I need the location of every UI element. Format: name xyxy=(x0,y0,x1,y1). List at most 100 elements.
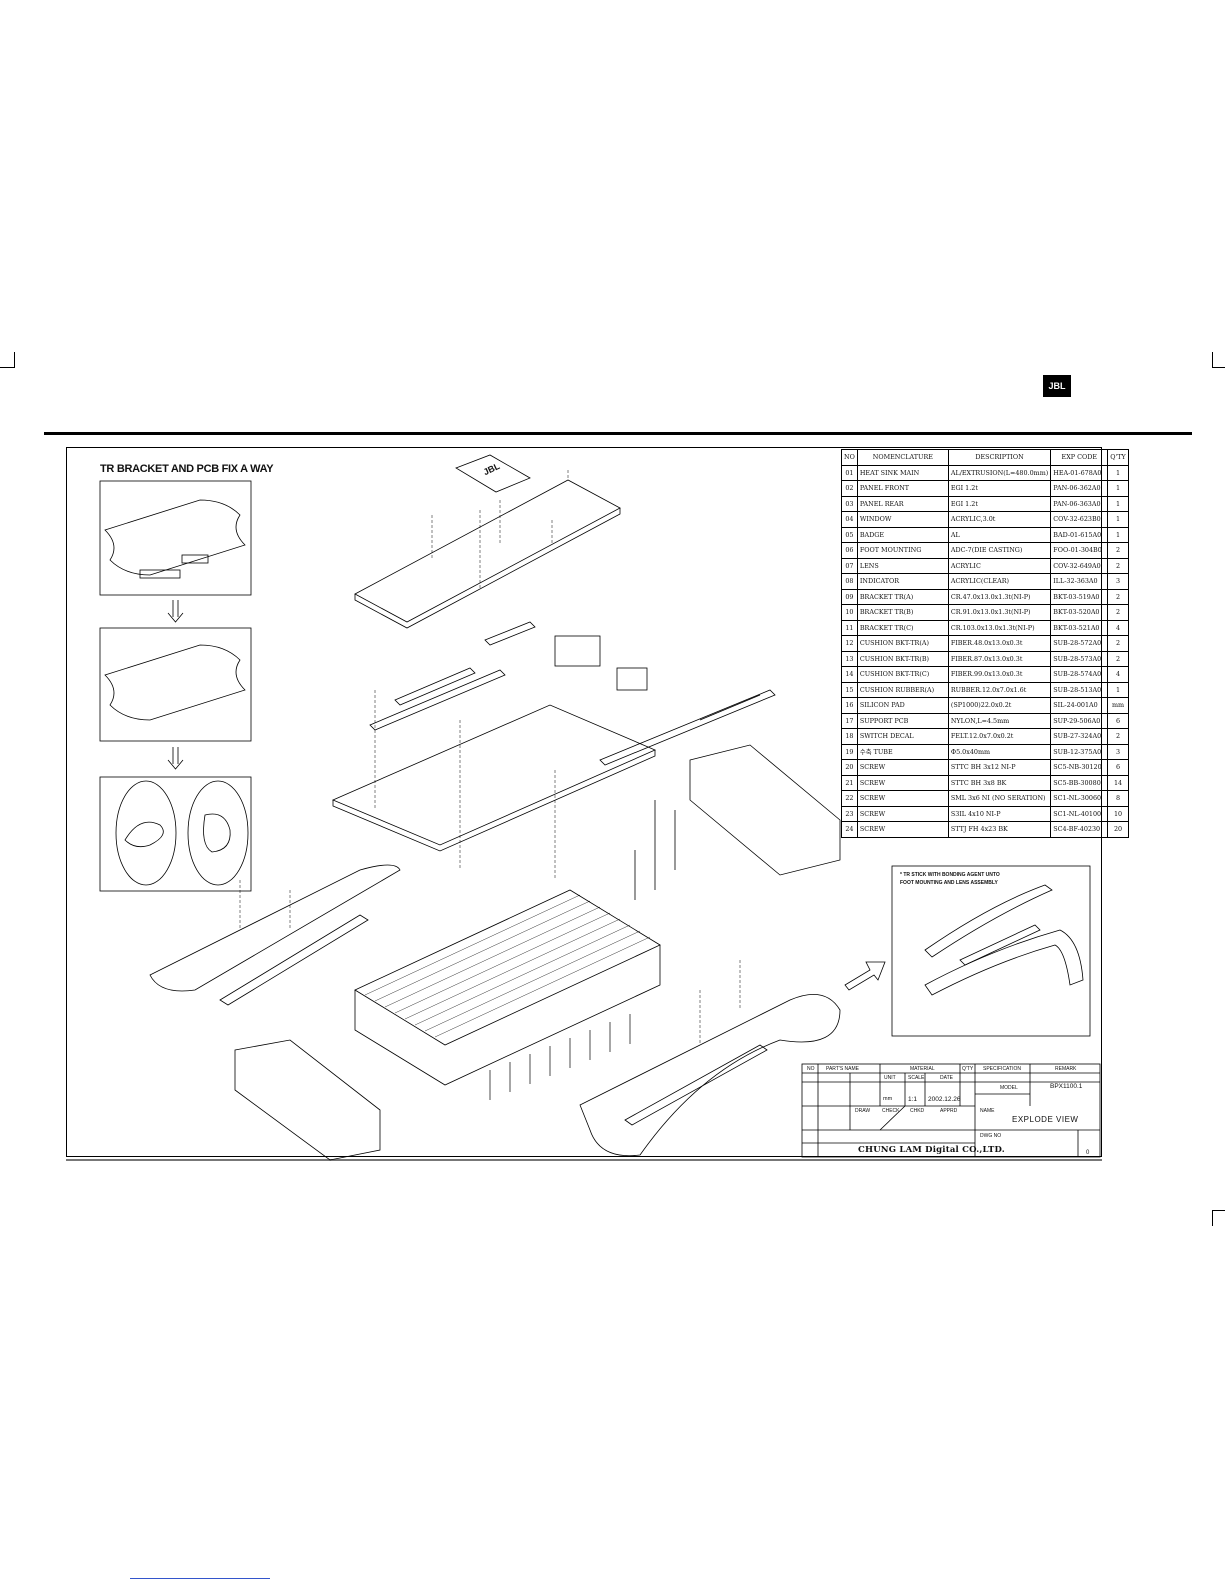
table-cell: CUSHION BKT-TR(C) xyxy=(856,666,949,683)
table-cell: CR.91.0x13.0x1.3t(NI-P) xyxy=(947,604,1052,621)
arrow-down-icon-2 xyxy=(167,747,184,770)
header-rule xyxy=(44,432,1192,435)
table-cell: BRACKET TR(A) xyxy=(856,588,949,605)
table-cell: 3 xyxy=(1107,743,1129,760)
table-cell: 17 xyxy=(841,712,858,729)
pcb-sketch-1 xyxy=(104,499,246,576)
table-cell: 21 xyxy=(841,774,858,791)
table-cell: EGI 1.2t xyxy=(947,495,1052,512)
inset-note-line-1: * TR STICK WITH BONDING AGENT UNTO xyxy=(900,872,1000,878)
table-cell: FOO-01-304B0 xyxy=(1050,542,1109,559)
side-title: TR BRACKET AND PCB FIX A WAY xyxy=(100,463,274,475)
table-cell: SCREW xyxy=(856,759,949,776)
table-header-cell: DESCRIPTION xyxy=(947,449,1052,466)
company-name: CHUNG LAM Digital CO.,LTD. xyxy=(858,1145,1005,1155)
crop-mark-tl-h xyxy=(0,367,15,368)
table-cell: SUB-12-375A0 xyxy=(1050,743,1109,760)
table-cell: NYLON,L=4.5mm xyxy=(947,712,1052,729)
table-cell: 22 xyxy=(841,790,858,807)
table-cell: EGI 1.2t xyxy=(947,480,1052,497)
heat-sink xyxy=(354,889,661,1046)
table-cell: STTJ FH 4x23 BK xyxy=(947,821,1052,838)
table-cell: STTC BH 3x12 NI-P xyxy=(947,759,1052,776)
table-header-cell: Q'TY xyxy=(1107,449,1129,466)
table-cell: SCREW xyxy=(856,774,949,791)
table-cell: 16 xyxy=(841,697,858,714)
table-cell: SC5-NB-30120 xyxy=(1050,759,1109,776)
table-cell: ACRYLIC,3.0t xyxy=(947,511,1052,528)
revision-value: 0 xyxy=(1086,1150,1090,1156)
step-box-2 xyxy=(99,627,252,742)
crop-mark-tr-h xyxy=(1212,367,1225,368)
table-cell: (SP1000)22.0x0.2t xyxy=(947,697,1052,714)
clip-detail-right xyxy=(187,780,249,886)
table-cell: SUB-28-573A0 xyxy=(1050,650,1109,667)
table-cell: CUSHION BKT-TR(B) xyxy=(856,650,949,667)
table-cell: 6 xyxy=(1107,712,1129,729)
table-cell: 11 xyxy=(841,619,858,636)
table-cell: SUPPORT PCB xyxy=(856,712,949,729)
table-cell: 19 xyxy=(841,743,858,760)
model-value: BPX1100.1 xyxy=(1050,1083,1083,1090)
table-cell: Φ5.0x40mm xyxy=(947,743,1052,760)
table-cell: 2 xyxy=(1107,542,1129,559)
table-cell: 03 xyxy=(841,495,858,512)
inset-note-line-2: FOOT MOUNTING AND LENS ASSEMBLY xyxy=(900,880,998,886)
table-cell: BADGE xyxy=(856,526,949,543)
step-box-3 xyxy=(99,776,252,892)
table-cell: HEAT SINK MAIN xyxy=(856,464,949,481)
tb-header-chkd: CHKD xyxy=(910,1108,925,1114)
table-cell: 01 xyxy=(841,464,858,481)
table-cell: FIBER.48.0x13.0x0.3t xyxy=(947,635,1052,652)
table-cell: 14 xyxy=(1107,774,1129,791)
table-cell: RUBBER.12.0x7.0x1.6t xyxy=(947,681,1052,698)
table-cell: 07 xyxy=(841,557,858,574)
table-cell: 2 xyxy=(1107,650,1129,667)
table-cell: SC1-NL-30060 xyxy=(1050,790,1109,807)
pcb-sketch-2 xyxy=(104,644,246,721)
footer-link-underline xyxy=(130,1578,270,1579)
table-cell: 23 xyxy=(841,805,858,822)
table-cell: BKT-03-519A0 xyxy=(1050,588,1109,605)
table-cell: S3IL 4x10 NI-P xyxy=(947,805,1052,822)
table-cell: SUB-28-572A0 xyxy=(1050,635,1109,652)
table-cell: 2 xyxy=(1107,635,1129,652)
table-cell: SWITCH DECAL xyxy=(856,728,949,745)
table-cell: ACRYLIC xyxy=(947,557,1052,574)
tb-header-name: NAME xyxy=(980,1108,995,1114)
table-cell: SUP-29-506A0 xyxy=(1050,712,1109,729)
pcb-board xyxy=(331,704,657,846)
table-cell: CUSHION RUBBER(A) xyxy=(856,681,949,698)
table-cell: SUB-27-324A0 xyxy=(1050,728,1109,745)
crop-mark-br-v xyxy=(1212,1210,1213,1226)
table-cell: 1 xyxy=(1107,511,1129,528)
table-header-cell: EXP CODE xyxy=(1050,449,1109,466)
step-box-1 xyxy=(99,480,252,596)
table-cell: mm xyxy=(1107,697,1129,714)
table-cell: 06 xyxy=(841,542,858,559)
table-cell: CR.47.0x13.0x1.3t(NI-P) xyxy=(947,588,1052,605)
tb-header-unit: UNIT xyxy=(884,1075,896,1081)
table-cell: 2 xyxy=(1107,557,1129,574)
table-cell: 1 xyxy=(1107,480,1129,497)
table-cell: 2 xyxy=(1107,604,1129,621)
table-cell: BRACKET TR(B) xyxy=(856,604,949,621)
table-cell: STTC BH 3x8 BK xyxy=(947,774,1052,791)
rear-panel xyxy=(689,744,841,876)
bracket-sketch-2 xyxy=(181,554,209,564)
table-cell: CUSHION BKT-TR(A) xyxy=(856,635,949,652)
table-cell: SC1-NL-40100 xyxy=(1050,805,1109,822)
arrow-right-icon xyxy=(844,961,886,991)
tb-header-no: NO xyxy=(807,1066,815,1072)
